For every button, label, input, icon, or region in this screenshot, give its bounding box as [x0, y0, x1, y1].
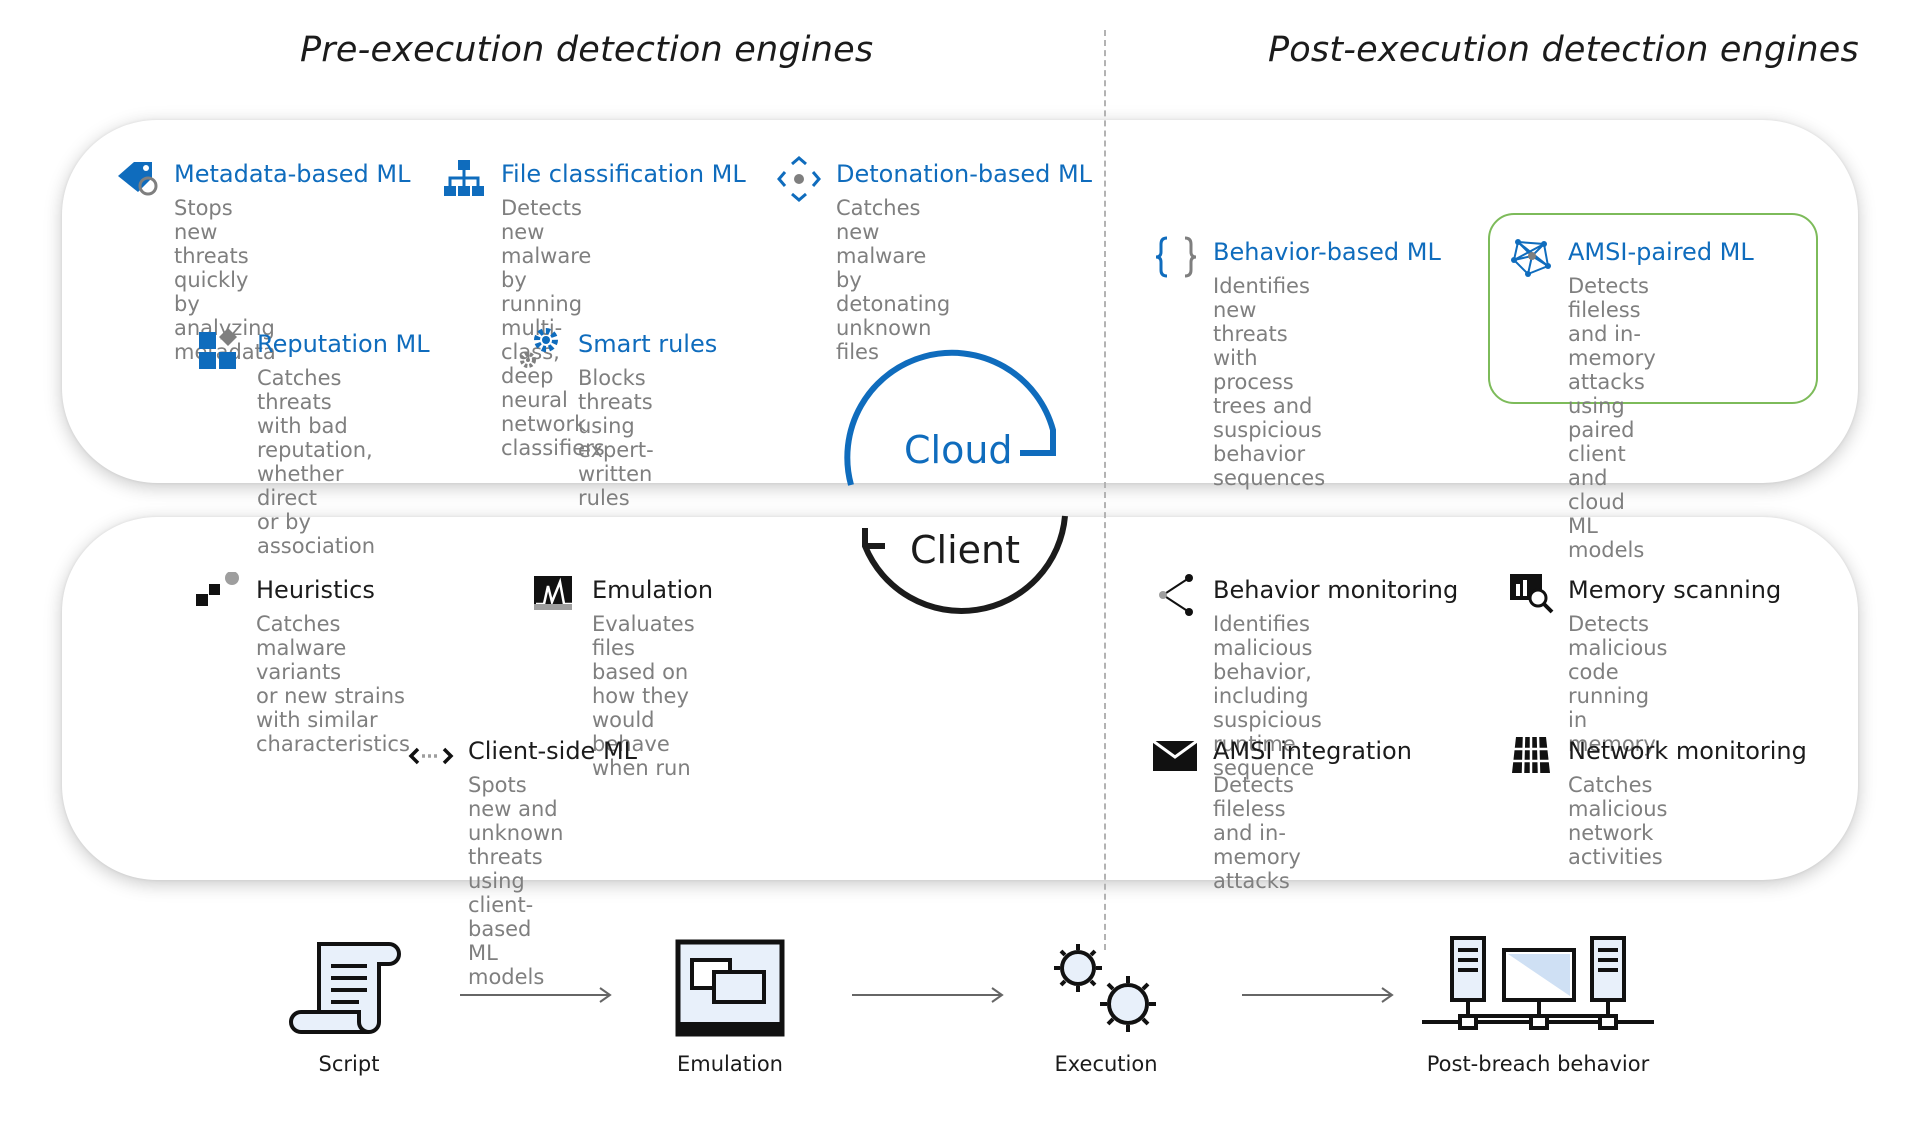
share-icon [1153, 572, 1199, 618]
client-side-ml-title: Client-side ML [468, 737, 638, 765]
reputation-ml-desc: Catches threats with bad reputation, whe… [257, 366, 376, 558]
braces-icon [1153, 234, 1199, 280]
computers-network-icon [1422, 936, 1654, 1030]
reputation-ml-title: Reputation ML [257, 330, 430, 358]
amsi-integration-title: AMSI integration [1213, 737, 1412, 765]
waveform-icon [532, 572, 578, 618]
amsi-paired-ml-title: AMSI-paired ML [1568, 238, 1754, 266]
heuristics-desc: Catches malware variants or new strains … [256, 612, 410, 756]
detonation-ml-title: Detonation-based ML [836, 160, 1093, 188]
behavior-based-ml-desc: Identifies new threats with process tree… [1213, 274, 1326, 490]
network-icon [1508, 234, 1554, 280]
gears-icon [518, 326, 564, 372]
stage-script-label: Script [318, 1052, 380, 1076]
heuristics-title: Heuristics [256, 576, 375, 604]
amsi-highlight-box [1488, 213, 1818, 404]
behavior-monitoring-title: Behavior monitoring [1213, 576, 1459, 604]
network-monitoring-desc: Catches malicious network activities [1568, 773, 1668, 869]
smart-rules-desc: Blocks threats using expert-written rule… [578, 366, 654, 510]
amsi-paired-ml-desc: Detects fileless and in- memory attacks … [1568, 274, 1656, 562]
flow-arrow-1 [460, 985, 612, 1005]
metadata-ml-desc: Stops new threats quickly by analyzing m… [174, 196, 276, 364]
smart-rules-title: Smart rules [578, 330, 718, 358]
memory-scanning-title: Memory scanning [1568, 576, 1782, 604]
behavior-based-ml-title: Behavior-based ML [1213, 238, 1441, 266]
stage-emulation: Emulation [670, 938, 790, 1088]
script-icon [289, 942, 401, 1034]
stage-post-breach-label: Post-breach behavior [1426, 1052, 1650, 1076]
emulation-engine-title: Emulation [592, 576, 714, 604]
stage-execution-label: Execution [1054, 1052, 1158, 1076]
emulation-window-icon [675, 939, 785, 1037]
stage-emulation-label: Emulation [677, 1052, 783, 1076]
detonation-icon [776, 156, 822, 202]
client-side-ml-desc: Spots new and unknown threats using clie… [468, 773, 564, 989]
client-label: Client [910, 528, 1021, 572]
emulation-engine-desc: Evaluates files based on how they would … [592, 612, 695, 780]
stage-script: Script [289, 938, 409, 1088]
behavior-monitoring-desc: Identifies malicious behavior, including… [1213, 612, 1322, 780]
pre-execution-heading: Pre-execution detection engines [300, 30, 874, 70]
stage-post-breach: Post-breach behavior [1418, 932, 1658, 1088]
post-execution-heading: Post-execution detection engines [1268, 30, 1859, 70]
memory-scanning-desc: Detects malicious code running in memory [1568, 612, 1668, 756]
code-arrows-icon [408, 733, 454, 779]
grid-diamond-icon [197, 326, 243, 372]
file-classification-ml-desc: Detects new malware by running multi-cla… [501, 196, 605, 460]
cloud-label: Cloud [904, 428, 1013, 472]
network-monitoring-title: Network monitoring [1568, 737, 1807, 765]
tag-icon [114, 156, 160, 202]
file-classification-ml-title: File classification ML [501, 160, 746, 188]
chart-magnifier-icon [1508, 572, 1554, 618]
firewall-icon [1508, 733, 1554, 779]
squares-icon [196, 572, 242, 618]
metadata-ml-title: Metadata-based ML [174, 160, 411, 188]
execution-gears-icon [1054, 944, 1156, 1032]
execution-divider [1104, 30, 1106, 950]
amsi-integration-desc: Detects fileless and in- memory attacks [1213, 773, 1301, 893]
flow-arrow-2 [852, 985, 1004, 1005]
flow-arrow-3 [1242, 985, 1394, 1005]
stage-execution: Execution [1046, 938, 1166, 1088]
envelope-icon [1153, 733, 1199, 779]
detonation-ml-desc: Catches new malware by detonating unknow… [836, 196, 951, 364]
hierarchy-icon [441, 156, 487, 202]
